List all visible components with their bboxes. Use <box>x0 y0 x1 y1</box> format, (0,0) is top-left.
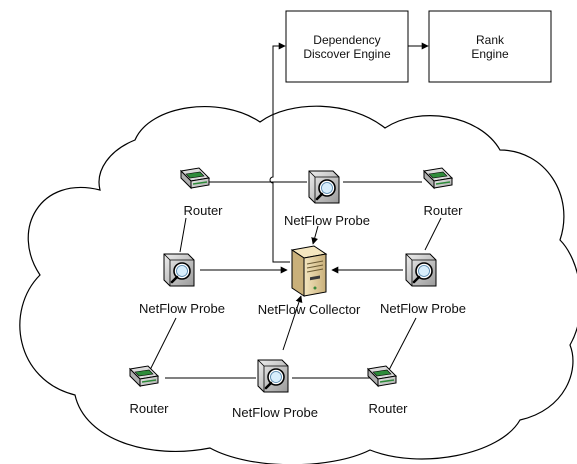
probe-top-label: NetFlow Probe <box>284 213 370 228</box>
magnifier-probe-icon <box>162 252 196 288</box>
router-top-right-label: Router <box>423 203 463 218</box>
link-router-tr-to-probe-right <box>424 217 442 251</box>
magnifier-probe-icon <box>307 169 341 205</box>
router-bottom-right-label: Router <box>368 401 408 416</box>
dependency-engine-label: Dependency Discover Engine <box>303 32 391 61</box>
router-top-left-label: Router <box>183 203 223 218</box>
server-icon <box>291 245 327 297</box>
link-probe-left-to-router-bl <box>149 317 177 371</box>
collector-label: NetFlow Collector <box>257 302 361 317</box>
probe-right-label: NetFlow Probe <box>380 301 466 316</box>
dependency-engine-box <box>285 10 409 83</box>
arrow-probe-bottom-to-collector <box>282 295 303 351</box>
arrow-collector-to-dependency <box>269 42 290 263</box>
probe-left-label: NetFlow Probe <box>139 301 225 316</box>
router-bottom-left-label: Router <box>129 401 169 416</box>
rank-engine-box <box>428 10 552 83</box>
magnifier-probe-icon <box>256 358 290 394</box>
magnifier-probe-icon <box>404 252 438 288</box>
rank-engine-label: Rank Engine <box>471 32 509 61</box>
link-probe-right-to-router-br <box>388 317 417 371</box>
link-router-tl-to-probe-left <box>179 217 187 253</box>
arrow-probe-top-to-collector <box>311 225 319 245</box>
probe-bottom-label: NetFlow Probe <box>232 405 318 420</box>
